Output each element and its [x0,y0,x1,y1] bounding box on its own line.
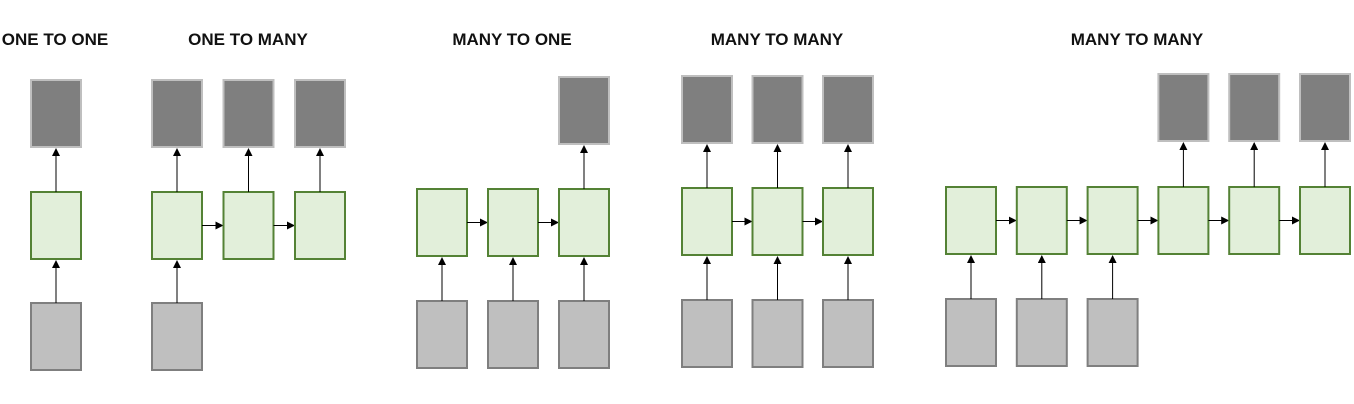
hidden-state-box [151,191,203,260]
input-box [558,300,610,369]
hidden-state-box [222,191,275,260]
input-box [1086,298,1139,367]
title-many-to-many-seq2seq: MANY TO MANY [1070,30,1204,49]
output-box [822,75,874,144]
input-box [30,302,82,371]
output-box [1228,73,1281,142]
hidden-state-box [945,186,997,255]
input-box [945,298,997,367]
output-box [681,75,733,144]
output-box [151,79,203,148]
input-box [151,302,203,371]
hidden-state-box [294,191,346,260]
output-box [751,75,804,144]
input-box [416,300,468,369]
input-box [487,300,539,369]
hidden-state-box [487,188,539,257]
output-box [558,76,610,145]
title-one-to-one: ONE TO ONE [1,30,109,49]
title-one-to-many: ONE TO MANY [188,30,308,49]
hidden-state-box [822,187,874,256]
hidden-state-box [681,187,733,256]
input-box [681,299,733,368]
output-box [1299,73,1351,142]
hidden-state-box [1157,186,1210,255]
hidden-state-box [1228,186,1281,255]
hidden-state-box [558,188,610,257]
title-many-to-one: MANY TO ONE [452,30,572,49]
title-many-to-many: MANY TO MANY [710,30,844,49]
hidden-state-box [30,191,82,260]
hidden-state-box [1086,186,1139,255]
hidden-state-box [416,188,468,257]
output-box [294,79,346,148]
input-box [751,299,804,368]
output-box [222,79,275,148]
hidden-state-box [751,187,804,256]
hidden-state-box [1299,186,1351,255]
input-box [1015,298,1068,367]
hidden-state-box [1015,186,1068,255]
input-box [822,299,874,368]
output-box [1157,73,1210,142]
output-box [30,79,82,148]
